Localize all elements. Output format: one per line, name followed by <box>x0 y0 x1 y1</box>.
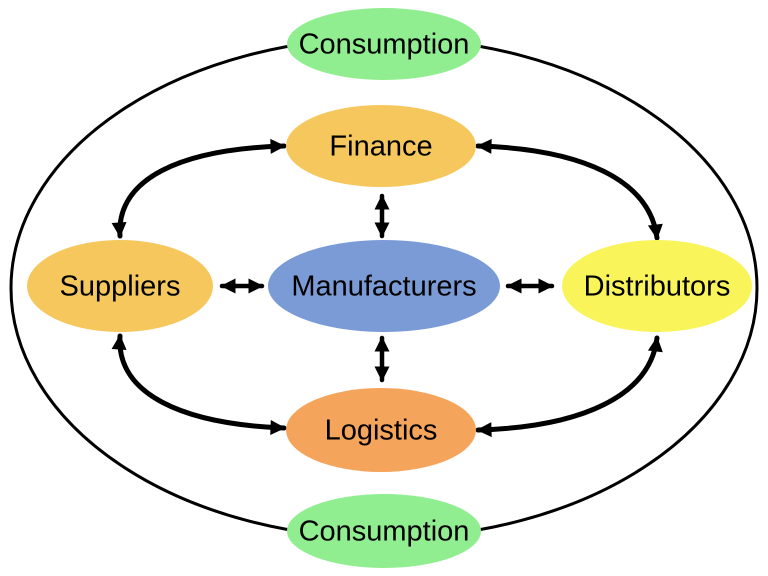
node-finance-ellipse <box>286 105 476 187</box>
node-distributors: Distributors <box>562 240 752 332</box>
node-distributors-ellipse <box>562 240 752 332</box>
node-consumption-bottom: Consumption <box>287 494 481 568</box>
node-consumption-top-ellipse <box>287 8 481 80</box>
edge-finance-distributors <box>475 138 663 241</box>
node-manufacturers: Manufacturers <box>268 240 500 332</box>
node-suppliers: Suppliers <box>27 240 213 332</box>
node-finance: Finance <box>286 105 476 187</box>
node-manufacturers-label: Manufacturers <box>291 271 476 303</box>
node-distributors-label: Distributors <box>584 271 731 303</box>
node-suppliers-label: Suppliers <box>60 271 181 303</box>
node-consumption-top: Consumption <box>287 8 481 80</box>
node-manufacturers-ellipse <box>268 240 500 332</box>
node-suppliers-ellipse <box>27 240 213 332</box>
edge-suppliers-finance <box>111 138 287 239</box>
node-finance-label: Finance <box>329 131 432 163</box>
node-logistics-label: Logistics <box>325 415 438 447</box>
node-consumption-top-label: Consumption <box>299 29 470 61</box>
edge-suppliers-logistics <box>111 333 287 435</box>
node-consumption-bottom-ellipse <box>287 494 481 568</box>
node-logistics-ellipse <box>286 388 476 472</box>
node-consumption-bottom-label: Consumption <box>299 516 470 548</box>
edge-logistics-distributors <box>475 335 663 438</box>
node-logistics: Logistics <box>286 388 476 472</box>
